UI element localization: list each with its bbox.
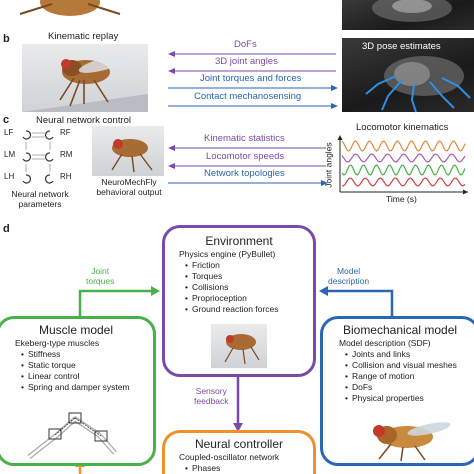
environment-box: Environment Physics engine (PyBullet) Fr… <box>162 225 316 377</box>
locomotor-speeds-label: Locomotor speeds <box>206 151 285 162</box>
locomotor-kinematics-title: Locomotor kinematics <box>356 122 449 133</box>
panel-d-letter: d <box>3 223 10 235</box>
kinematic-replay-image <box>22 44 148 112</box>
leg-label-lm: LM <box>4 150 16 159</box>
neural-controller-title: Neural controller <box>194 437 284 451</box>
list-item: Proprioception <box>185 293 313 304</box>
environment-list: Friction Torques Collisions Propriocepti… <box>185 260 313 315</box>
model-description-line1: Model <box>336 266 361 276</box>
neural-controller-box: Neural controller Coupled-oscillator net… <box>162 430 316 474</box>
list-item: Physical properties <box>345 393 474 404</box>
neural-network-parameters-caption: Neural network parameters <box>3 189 77 209</box>
leg-label-lf: LF <box>4 128 14 137</box>
locomotor-speeds-arrow <box>168 163 326 169</box>
pose-estimates-image <box>342 38 474 113</box>
muscle-model-box: Muscle model Ekeberg-type muscles Stiffn… <box>0 316 156 466</box>
fly-model-icon <box>373 422 451 462</box>
joint-angles-label: 3D joint angles <box>215 56 278 67</box>
environment-title: Environment <box>205 234 273 248</box>
muscle-model-subtitle: Ekeberg-type muscles <box>15 338 100 348</box>
list-item: Stiffness <box>21 349 153 360</box>
fly-render-icon <box>111 139 153 173</box>
list-item: Collisions <box>185 282 313 293</box>
time-xlabel: Time (s) <box>386 194 417 204</box>
leg-label-rh: RH <box>60 172 72 181</box>
list-item: Ground reaction forces <box>185 304 313 315</box>
neural-controller-list: Phases <box>185 463 313 474</box>
network-topologies-arrow <box>168 180 328 186</box>
list-item: Linear control <box>21 371 153 382</box>
joint-angle-trace <box>342 177 466 187</box>
leg-label-rf: RF <box>60 128 71 137</box>
biomechanical-model-title: Biomechanical model <box>342 323 458 337</box>
joint-torques-label: Joint torques <box>86 266 114 286</box>
biomechanical-model-box: Biomechanical model Model description (S… <box>320 316 474 466</box>
kinematic-replay-title: Kinematic replay <box>48 31 119 42</box>
muscle-model-title: Muscle model <box>38 323 114 337</box>
dofs-arrow <box>168 51 336 57</box>
panel-b-letter: b <box>3 33 10 45</box>
model-description-label: Model description <box>328 266 369 286</box>
neural-controller-subtitle: Coupled-oscillator network <box>179 452 280 462</box>
fly-render-icon <box>224 334 260 365</box>
locomotor-kinematics-plot <box>337 135 468 195</box>
joint-angle-trace <box>341 153 466 163</box>
contact-mechanosensing-label: Contact mechanosensing <box>194 91 302 102</box>
joint-angles-arrow <box>168 68 336 74</box>
list-item: Range of motion <box>345 371 474 382</box>
list-item: Joints and links <box>345 349 474 360</box>
pose-skeleton-icon <box>365 56 471 113</box>
oscillator-network-diagram: LF RF LM RM LH RH <box>2 126 84 188</box>
panel-a-xray-image-cropped <box>342 0 474 30</box>
list-item: Collision and visual meshes <box>345 360 474 371</box>
panel-a-fly-image-cropped <box>0 0 140 22</box>
joint-torques-line2: torques <box>86 276 115 286</box>
fly-render-icon <box>22 55 148 112</box>
leg-label-lh: LH <box>4 172 15 181</box>
list-item: Friction <box>185 260 313 271</box>
network-topologies-label: Network topologies <box>204 168 285 179</box>
list-item: Phases <box>185 463 313 474</box>
panel-c-letter: c <box>3 114 10 126</box>
sensory-feedback-line2: feedback <box>194 396 229 406</box>
dofs-label: DoFs <box>234 39 257 50</box>
pose-estimates-title: 3D pose estimates <box>362 41 441 52</box>
contact-mechanosensing-arrow <box>168 103 338 109</box>
joint-angle-trace <box>341 164 466 176</box>
muscle-leg-diagram-icon <box>27 412 117 459</box>
fly-render-icon <box>19 0 121 16</box>
joint-torques-forces-arrow <box>168 85 338 91</box>
joint-angle-trace <box>341 140 466 152</box>
sensory-feedback-line1: Sensory <box>195 386 227 396</box>
muscle-model-list: Stiffness Static torque Linear control S… <box>21 349 153 393</box>
neural-network-control-title: Neural network control <box>36 115 132 126</box>
list-item: DoFs <box>345 382 474 393</box>
joint-torques-line1: Joint <box>91 266 110 276</box>
sensory-feedback-label: Sensory feedback <box>194 386 229 406</box>
list-item: Static torque <box>21 360 153 371</box>
environment-subtitle: Physics engine (PyBullet) <box>179 249 276 259</box>
kinematic-statistics-arrow <box>168 145 326 151</box>
biomechanical-model-list: Joints and links Collision and visual me… <box>345 349 474 404</box>
list-item: Torques <box>185 271 313 282</box>
behavioral-output-image <box>92 126 164 176</box>
kinematic-statistics-label: Kinematic statistics <box>204 133 285 144</box>
environment-fly-image <box>211 324 267 368</box>
params-caption-text: Neural network parameters <box>11 189 69 209</box>
oscillator-icon <box>22 130 54 184</box>
output-caption-text: NeuroMechFly behavioral output <box>96 177 162 197</box>
model-description-line2: description <box>328 276 370 286</box>
list-item: Spring and damper system <box>21 382 153 393</box>
leg-label-rm: RM <box>60 150 73 159</box>
behavioral-output-caption: NeuroMechFly behavioral output <box>86 177 172 197</box>
biomechanical-model-subtitle: Model description (SDF) <box>339 338 431 348</box>
joint-torques-forces-label: Joint torques and forces <box>200 73 302 84</box>
